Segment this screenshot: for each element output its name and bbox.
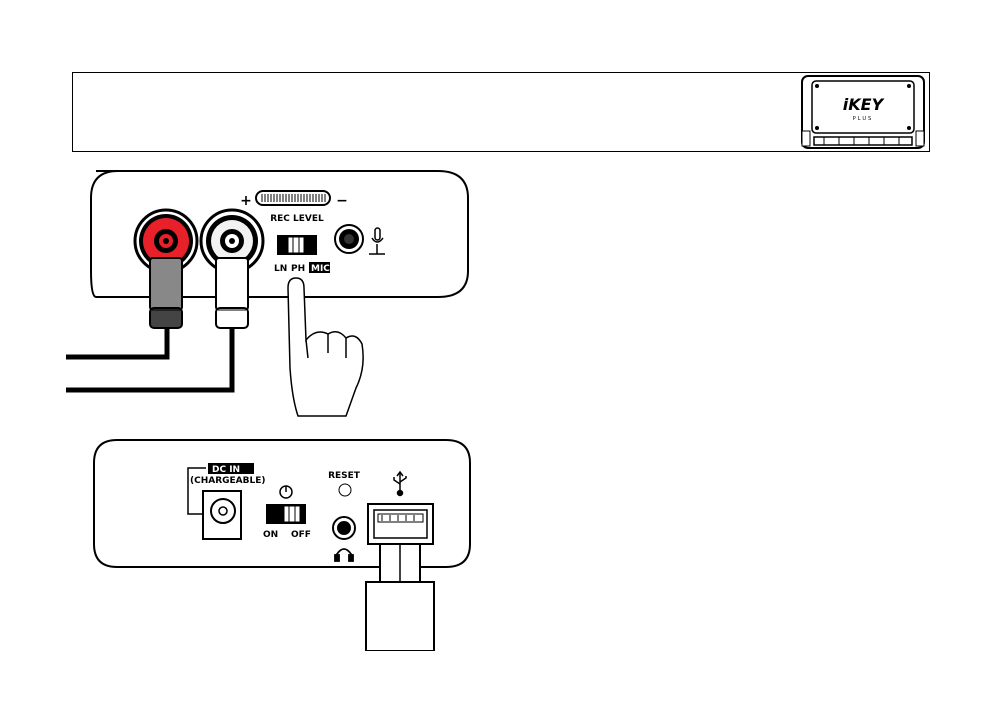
off-label: OFF (291, 530, 311, 540)
rec-level-plus: + (240, 193, 252, 209)
mic-jack (335, 225, 363, 253)
switch-label-ln: LN (274, 264, 287, 274)
input-panel-diagram: + − REC LEVEL LN PH MIC (66, 168, 476, 428)
rca-plug-red (150, 258, 182, 328)
rca-cables (66, 326, 232, 390)
rec-level-label: REC LEVEL (270, 214, 324, 224)
dc-in-label: DC IN (212, 465, 240, 475)
rca-plug-white (216, 258, 248, 328)
reset-button[interactable] (339, 484, 351, 496)
dc-in-jack (203, 491, 241, 539)
chargeable-label: (CHARGEABLE) (190, 476, 266, 486)
headphone-jack (333, 517, 355, 539)
on-label: ON (263, 530, 278, 540)
reset-label: RESET (328, 471, 361, 481)
power-panel-diagram: DC IN (CHARGEABLE) ON OFF RESET (90, 436, 475, 651)
power-switch[interactable] (266, 504, 306, 524)
rec-level-minus: − (336, 193, 348, 209)
switch-label-mic: MIC (311, 264, 330, 274)
device-thumbnail: iKEY PLUS (799, 73, 927, 151)
pointing-hand-icon (288, 278, 363, 416)
device-logo: iKEY (843, 95, 885, 114)
switch-label-ph: PH (291, 264, 305, 274)
device-logo-sub: PLUS (853, 116, 873, 122)
input-selector-switch[interactable] (277, 235, 317, 255)
usb-port (368, 504, 433, 544)
